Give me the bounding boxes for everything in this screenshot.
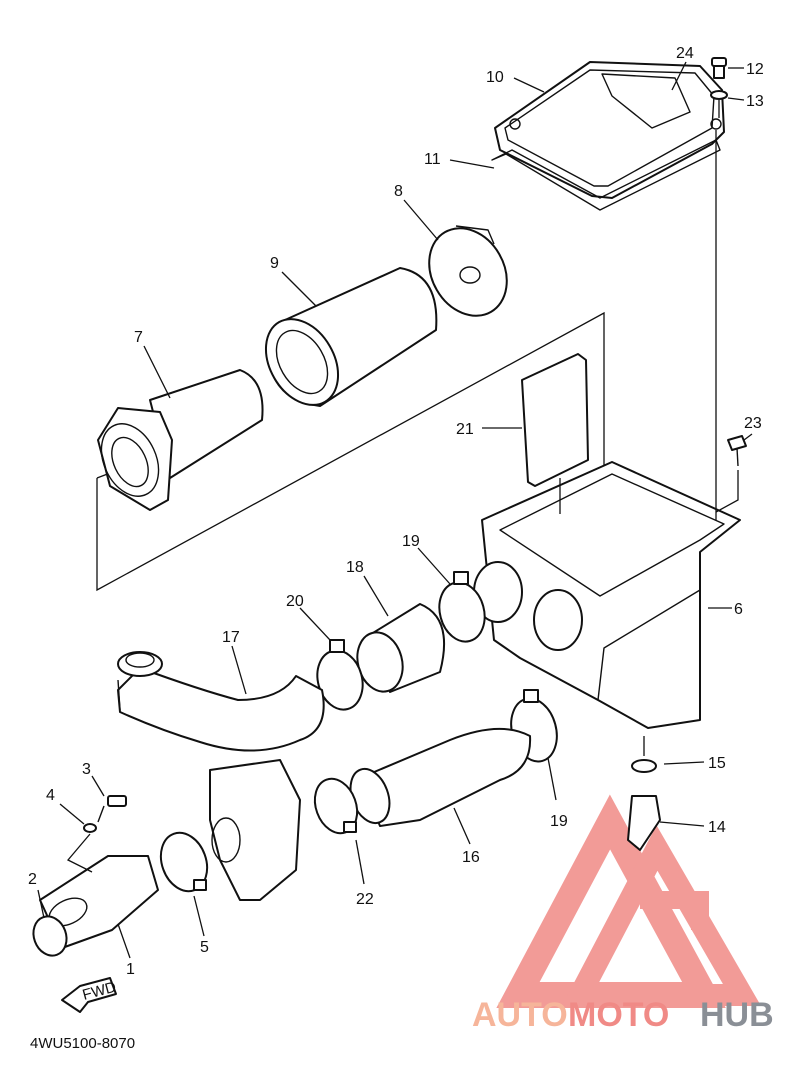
fwd-label: FWD <box>81 979 119 1004</box>
watermark-text: AUTO MOTO HUB <box>472 996 774 1034</box>
callout-6: 6 <box>734 601 743 618</box>
callout-1: 1 <box>126 961 135 978</box>
joint-18 <box>356 603 446 693</box>
callout-19-lower: 19 <box>550 813 568 830</box>
callout-19-upper: 19 <box>402 533 420 550</box>
callout-15: 15 <box>708 755 726 772</box>
callout-22: 22 <box>356 891 374 908</box>
air-box-case <box>473 461 741 729</box>
clamp-22 <box>313 777 359 835</box>
callout-7: 7 <box>134 329 143 346</box>
washer-4 <box>83 823 97 833</box>
fwd-arrow: FWD <box>61 977 119 1013</box>
air-box-cover <box>494 61 725 199</box>
callout-18: 18 <box>346 559 364 576</box>
callout-8: 8 <box>394 183 403 200</box>
callout-23: 23 <box>744 415 762 432</box>
callout-12: 12 <box>746 61 764 78</box>
throttle-body <box>209 759 301 901</box>
callout-14: 14 <box>708 819 726 836</box>
watermark-auto: AUTO <box>472 996 568 1034</box>
callout-3: 3 <box>82 761 91 778</box>
callout-10: 10 <box>486 69 504 86</box>
ring-15 <box>631 759 657 773</box>
callout-17: 17 <box>222 629 240 646</box>
callout-2: 2 <box>28 871 37 888</box>
clamp-5 <box>159 831 209 893</box>
callout-11: 11 <box>424 151 441 168</box>
filter-cap <box>428 225 508 317</box>
drain-14 <box>627 795 661 851</box>
intake-duct-17 <box>117 651 325 752</box>
callout-labels: 1 2 3 4 5 6 7 8 9 10 11 12 13 14 15 16 1… <box>28 45 764 978</box>
cover-gasket <box>491 139 721 211</box>
callout-16: 16 <box>462 849 480 866</box>
watermark-moto: MOTO <box>568 996 669 1034</box>
callout-leaders <box>37 61 753 959</box>
clamp-19-upper <box>438 571 486 643</box>
callout-4: 4 <box>46 787 55 804</box>
callout-24: 24 <box>676 45 694 62</box>
bolt-23 <box>727 435 747 467</box>
screw-3 <box>97 795 127 823</box>
callout-21: 21 <box>456 421 474 438</box>
callout-5: 5 <box>200 939 209 956</box>
washer-13 <box>710 90 728 100</box>
callout-9: 9 <box>270 255 279 272</box>
bolt-12 <box>711 57 727 79</box>
watermark-hub: HUB <box>700 996 774 1034</box>
plate-21 <box>521 353 589 487</box>
filter-guide <box>97 369 264 511</box>
watermark-logo <box>496 794 762 1008</box>
clamp-20 <box>316 639 364 711</box>
filter-element <box>264 267 438 407</box>
diagram-code: 4WU5100-8070 <box>30 1035 135 1052</box>
joint-16 <box>349 727 532 827</box>
callout-13: 13 <box>746 93 764 110</box>
o-ring-2 <box>32 915 68 957</box>
filter-group-frame <box>96 311 605 592</box>
callout-20: 20 <box>286 593 304 610</box>
